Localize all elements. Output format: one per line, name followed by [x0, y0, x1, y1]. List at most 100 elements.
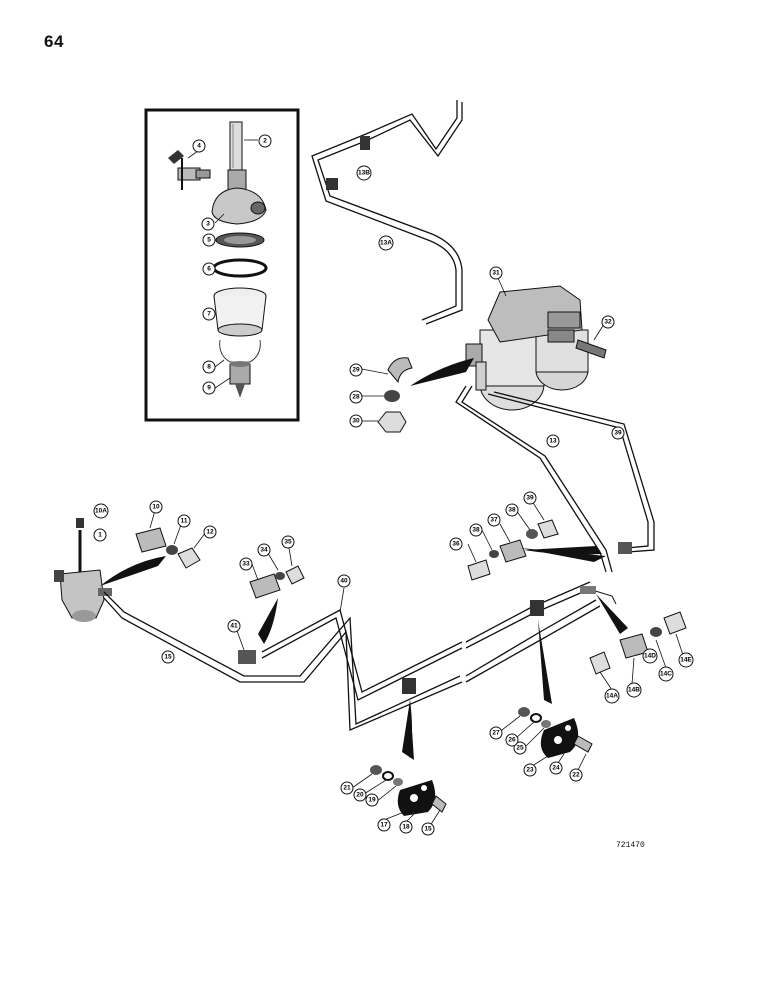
callout-number: 31: [492, 270, 500, 277]
callout-number: 6: [207, 266, 211, 273]
callout-c13: 13: [546, 434, 560, 448]
callout-c34: 34: [257, 543, 271, 557]
callout-c27: 27: [489, 726, 503, 740]
callout-c31: 31: [489, 266, 503, 280]
callout-circle: [161, 650, 175, 664]
callout-circle: [489, 726, 503, 740]
callout-number: 9: [207, 385, 211, 392]
figure-id: 721470: [616, 841, 645, 850]
callout-number: 7: [207, 311, 211, 318]
callout-c15a: 15: [161, 650, 175, 664]
callout-circle: [257, 543, 271, 557]
callout-c35: 35: [281, 535, 295, 549]
callout-circle: [349, 414, 363, 428]
callout-number: 2: [263, 138, 267, 145]
callout-circle: [469, 523, 483, 537]
callout-number: 25: [516, 745, 524, 752]
callout-number: 1: [98, 532, 102, 539]
callout-circle: [93, 503, 109, 519]
callout-circle: [549, 761, 563, 775]
callout-circle: [487, 513, 501, 527]
callout-number: 20: [356, 792, 364, 799]
callout-c14b: 14B: [626, 682, 642, 698]
callout-number: 39: [526, 495, 534, 502]
callout-circle: [337, 574, 351, 588]
callout-number: 35: [284, 539, 292, 546]
callout-c39b: 39: [611, 426, 625, 440]
callout-c13a: 13A: [378, 235, 394, 251]
callout-circle: [365, 793, 379, 807]
callout-c15b: 15: [421, 822, 435, 836]
callout-circle: [642, 648, 658, 664]
callout-circle: [202, 262, 216, 276]
callout-circle: [202, 233, 216, 247]
callout-c18: 18: [399, 820, 413, 834]
callout-number: 40: [340, 578, 348, 585]
callout-number: 13B: [358, 170, 370, 177]
callout-c26: 26: [505, 733, 519, 747]
callout-c14e: 14E: [678, 652, 694, 668]
callout-number: 14D: [644, 653, 656, 660]
callout-circle: [611, 426, 625, 440]
callout-c7: 7: [202, 307, 216, 321]
bowl-head: [211, 169, 267, 225]
callout-circle: [281, 535, 295, 549]
callout-number: 38: [508, 507, 516, 514]
callout-circle: [201, 217, 215, 231]
callout-number: 21: [343, 785, 351, 792]
callout-c2: 2: [258, 134, 272, 148]
fittings-33-34-35: [249, 541, 305, 644]
callout-circle: [202, 381, 216, 395]
callout-number: 11: [181, 518, 188, 525]
callout-circle: [202, 307, 216, 321]
callout-number: 5: [207, 237, 211, 244]
callout-c22: 22: [569, 768, 583, 782]
callout-circle: [177, 514, 191, 528]
callout-circle: [421, 822, 435, 836]
callout-c41: 41: [227, 619, 241, 633]
callout-number: 3: [206, 221, 210, 228]
callout-circle: [258, 134, 272, 148]
callout-c29: 29: [349, 363, 363, 377]
callout-circle: [239, 557, 253, 571]
callout-circle: [192, 139, 206, 153]
elbow-fittings: [361, 357, 474, 433]
fittings-14: [580, 586, 687, 691]
callout-c8: 8: [202, 360, 216, 374]
callout-c30: 30: [349, 414, 363, 428]
page-number: 64: [44, 32, 64, 51]
callout-circle: [513, 741, 527, 755]
callout-c25: 25: [513, 741, 527, 755]
callout-c21: 21: [340, 781, 354, 795]
callout-number: 33: [242, 561, 250, 568]
callout-number: 32: [604, 319, 612, 326]
callout-number: 39: [614, 430, 622, 437]
callout-number: 34: [260, 547, 268, 554]
callout-circle: [505, 733, 519, 747]
callout-c39a: 39: [523, 491, 537, 505]
callout-labels: 1234567891010A11121313A13B14A14B14C14D14…: [93, 134, 694, 836]
callout-c12: 12: [203, 525, 217, 539]
callout-number: 23: [526, 767, 534, 774]
callout-c14c: 14C: [658, 666, 674, 682]
callout-number: 14E: [680, 657, 692, 664]
callout-circle: [678, 652, 694, 668]
callout-c3: 3: [201, 217, 215, 231]
callout-c20: 20: [353, 788, 367, 802]
callout-number: 37: [490, 517, 498, 524]
callout-circle: [93, 528, 107, 542]
callout-c19: 19: [365, 793, 379, 807]
callout-c14d: 14D: [642, 648, 658, 664]
callout-c6: 6: [202, 262, 216, 276]
callout-circle: [378, 235, 394, 251]
callout-circle: [349, 363, 363, 377]
fittings-10-11-12: [135, 506, 207, 569]
callout-c40: 40: [337, 574, 351, 588]
callout-c10: 10: [149, 500, 163, 514]
fuel-pump-left: [54, 518, 112, 622]
callout-number: 8: [207, 364, 211, 371]
callout-number: 36: [452, 541, 460, 548]
callout-c4: 4: [192, 139, 206, 153]
callout-number: 28: [352, 394, 360, 401]
